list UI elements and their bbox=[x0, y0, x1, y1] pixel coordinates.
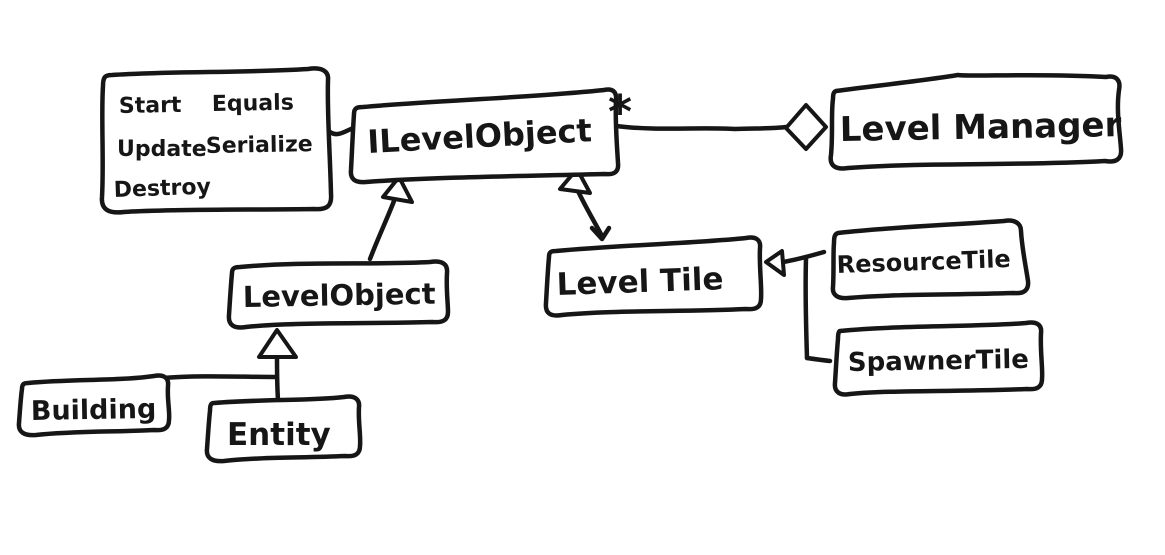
method-update-label: Update bbox=[117, 137, 207, 162]
node-ilevelobject: ILevelObject bbox=[348, 87, 621, 185]
inheritance-triangle-resourcetile-icon bbox=[764, 249, 786, 277]
levelobject-label: LevelObject bbox=[243, 277, 436, 314]
levelmanager-box bbox=[828, 72, 1124, 171]
node-levelobject: LevelObject bbox=[226, 259, 451, 330]
node-building: Building bbox=[16, 373, 172, 438]
node-leveltile: Level Tile bbox=[543, 235, 764, 318]
edge-spawnertile-branch-horizontal bbox=[804, 355, 833, 364]
method-destroy-label: Destroy bbox=[113, 175, 211, 203]
node-resourcetile: ResourceTile bbox=[830, 218, 1031, 301]
multiplicity-star-label: * bbox=[608, 85, 632, 139]
method-serialize-label: Serialize bbox=[206, 132, 313, 159]
aggregation-diamond-icon bbox=[784, 103, 828, 151]
resourcetile-box bbox=[830, 218, 1031, 301]
leveltile-label: Level Tile bbox=[556, 261, 724, 303]
node-interface-methods-note: Start Equals Update Serialize Destroy bbox=[99, 66, 334, 215]
edge-aggregation-line bbox=[613, 123, 789, 132]
ilevelobject-box bbox=[348, 87, 621, 185]
edge-leveltile-inherits-line bbox=[575, 188, 605, 239]
levelmanager-label: Level Manager bbox=[839, 105, 1121, 150]
method-start-label: Start bbox=[119, 93, 182, 119]
node-spawnertile: SpawnerTile bbox=[832, 320, 1045, 397]
entity-label: Entity bbox=[227, 417, 331, 453]
edge-spawnertile-branch-vertical bbox=[803, 256, 810, 361]
inheritance-triangle-leveltile-icon bbox=[558, 167, 592, 195]
interface-methods-box bbox=[99, 66, 334, 215]
edge-levelobject-inherits-line bbox=[367, 198, 397, 262]
small-arrowhead-at-leveltile-icon bbox=[589, 225, 612, 242]
inheritance-triangle-levelobject-icon bbox=[381, 175, 414, 204]
method-equals-label: Equals bbox=[212, 91, 294, 117]
inheritance-triangle-children-icon bbox=[257, 328, 298, 359]
node-levelmanager: Level Manager bbox=[828, 72, 1124, 171]
edge-building-inherits-line bbox=[160, 374, 279, 381]
levelobject-box bbox=[226, 259, 451, 330]
edge-resourcetile-inherits-line bbox=[780, 249, 827, 265]
leveltile-box bbox=[543, 235, 764, 318]
edges bbox=[160, 103, 833, 403]
spawnertile-label: SpawnerTile bbox=[848, 345, 1030, 378]
node-entity: Entity bbox=[204, 394, 363, 464]
spawnertile-box bbox=[832, 320, 1045, 397]
building-label: Building bbox=[31, 394, 157, 427]
entity-box bbox=[204, 394, 363, 464]
resourcetile-label: ResourceTile bbox=[836, 245, 1011, 279]
building-box bbox=[16, 373, 172, 438]
edge-note-link bbox=[327, 125, 356, 137]
